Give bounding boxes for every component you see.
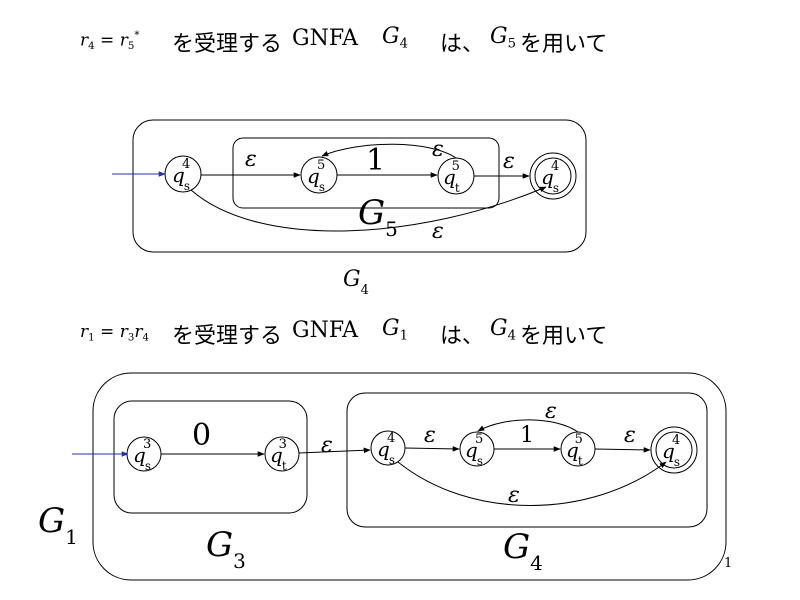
caption-1: r4 = r5* を受理する GNFA G4 は、 G5 を用いて [80, 24, 720, 58]
state-d2-q3t [264, 436, 300, 472]
label-d2-q3s: qs3 [133, 437, 151, 473]
g1-box [92, 372, 727, 581]
caption-1-g2: G5 [490, 24, 516, 52]
formula2-rhs1: r [119, 322, 128, 342]
label-d2-q4s-final: qs4 [662, 433, 680, 469]
formula-rhs-sub: 5 [127, 41, 135, 53]
edge-d1-5 [190, 186, 547, 232]
label-d1-q5s: qs5 [307, 158, 325, 194]
caption-2-formula: r1 = r3r4 [80, 322, 149, 344]
caption-2-g2-sub: 4 [507, 328, 516, 344]
state-d2-q4s-final-inner [655, 431, 693, 469]
edge-label-d2-7: ε [508, 483, 520, 508]
caption-1-g2-sub: 5 [507, 36, 516, 52]
label-d2-q5s: qs5 [465, 432, 483, 468]
caption-2-g-letter: G [382, 316, 400, 341]
formula-lhs: r [80, 30, 89, 51]
edge-label-d2-1: 0 [192, 418, 211, 453]
caption-2-text-c: を用いて [520, 324, 608, 349]
g4-box-2 [346, 392, 708, 528]
caption-2-text-a: を受理する [172, 324, 283, 349]
g5-box-1 [232, 137, 500, 209]
edge-d2-7 [397, 461, 667, 506]
edge-d2-5 [477, 419, 579, 433]
caption-2-text-b: は、 [440, 324, 485, 349]
formula2-rhs1-sub: 3 [127, 332, 135, 344]
caption-1-g2-letter: G [490, 24, 508, 49]
caption-2: r1 = r3r4 を受理する GNFA G1 は、 G4 を用いて [80, 316, 720, 350]
caption-1-formula: r4 = r5* [80, 30, 139, 52]
formula2-rhs2: r [134, 322, 143, 342]
caption-2-g2-letter: G [490, 316, 508, 341]
edge-d2-6 [594, 447, 651, 453]
state-d1-q4s [164, 155, 202, 193]
edge-label-d1-1: ε [245, 147, 257, 172]
edge-label-d2-5: ε [545, 399, 557, 424]
label-d1-q4s-final: qs4 [541, 159, 559, 195]
edge-d1-3 [321, 143, 457, 159]
formula-lhs-sub: 4 [88, 41, 95, 53]
g1-label: G1 [38, 501, 78, 549]
page-number: 1 [724, 556, 732, 571]
edge-label-d1-2: 1 [366, 143, 385, 178]
formula2-lhs-sub: 1 [88, 332, 95, 344]
caption-1-g-letter: G [382, 24, 400, 49]
formula2-rhs2-sub: 4 [142, 332, 149, 344]
g4-box-1 [132, 119, 587, 253]
edge-d2-2 [298, 447, 371, 454]
g3-label: G3 [206, 525, 246, 573]
edge-label-d2-4: 1 [520, 423, 534, 448]
caption-1-text-c: を用いて [520, 32, 608, 57]
state-d1-q4s-final-inner [534, 157, 572, 195]
label-d2-q3t: qt3 [270, 437, 287, 473]
edge-label-d1-3: ε [432, 137, 444, 162]
formula2-eq: = [100, 322, 115, 342]
label-d2-q4s: qs4 [377, 431, 395, 467]
label-d1-q4s: qs4 [172, 157, 190, 193]
edge-label-d2-3: ε [424, 423, 436, 448]
caption-2-g-sub: 1 [399, 328, 408, 344]
edge-d2-3 [404, 446, 460, 452]
formula-eq: = [100, 30, 115, 51]
formula-rhs-star: * [134, 30, 140, 41]
caption-2-gnfa: GNFA [292, 318, 359, 343]
formula2-lhs: r [80, 322, 89, 342]
edge-label-d2-6: ε [624, 423, 636, 448]
label-d2-q5t: qt5 [566, 432, 583, 468]
caption-1-text-a: を受理する [172, 32, 283, 57]
caption-1-gnfa: GNFA [292, 26, 359, 51]
g4-label-1: G4 [343, 267, 369, 298]
caption-1-g: G4 [382, 24, 408, 52]
caption-2-g: G1 [382, 316, 408, 344]
edge-label-d1-5: ε [432, 219, 444, 244]
g3-box [113, 400, 308, 514]
edge-label-d2-2: ε [321, 433, 333, 458]
edge-label-d1-4: ε [503, 149, 515, 174]
label-d1-q5t: qt5 [443, 159, 460, 195]
caption-2-g2: G4 [490, 316, 516, 344]
g4-label-2: G4 [503, 527, 543, 575]
caption-1-g-sub: 4 [399, 36, 408, 52]
g5-label-1: G5 [358, 193, 398, 241]
caption-1-text-b: は、 [440, 32, 485, 57]
formula-rhs: r [119, 30, 128, 51]
